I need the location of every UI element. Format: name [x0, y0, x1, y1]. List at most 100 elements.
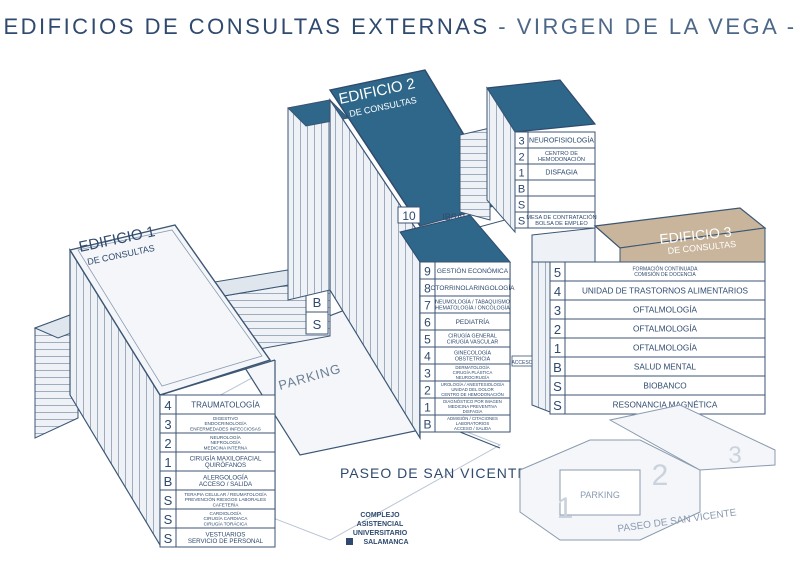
b1-floor: S TERAPIA CELULAR / REUMATOLOGÍAPREVENCIÓ…	[159, 489, 276, 510]
b1-service-label: CARDIOLOGÍA	[210, 510, 243, 516]
mini-number-2: 2	[652, 459, 669, 492]
b3-floor: 2 OFTALMOLOGÍA	[549, 318, 766, 339]
b2-annex-service-label: BOLSA DE EMPLEO	[535, 221, 588, 227]
b1-service-label: ACCESO / SALIDA	[199, 481, 253, 488]
title-sub: - VIRGEN DE LA VEGA -	[498, 14, 797, 39]
b1-level-label: S	[164, 531, 173, 546]
b1-level-label: 2	[164, 436, 171, 451]
b1-service-label: PREVENCIÓN RIESGOS LABORALES	[185, 496, 266, 502]
b2-service-label: DIAGNÓSTICO POR IMAGEN	[443, 399, 502, 404]
b1-service-label: CIRUGÍA MAXILOFACIAL	[190, 455, 262, 462]
b2-annex-floor: S	[514, 195, 596, 213]
b2-service-label: MEDICINA PREVENTIVA	[448, 404, 497, 409]
b3-level-label: 2	[554, 322, 561, 337]
b2-annex-level-label: S	[518, 215, 525, 227]
b1-service-label: CIRUGÍA CARDIACA	[204, 515, 249, 521]
b1-level-label: 3	[164, 417, 171, 432]
b2-service-label: OBSTETRICIA	[455, 356, 491, 362]
mini-map: PARKING 1 2 3 PASEO DE SAN VICENTE	[519, 404, 776, 541]
b2-annex-service-label: HEMODONACIÓN	[538, 156, 585, 163]
b2-service-label: ADMISIÓN / CITACIONES	[447, 416, 498, 421]
b3-service-label: BIOBANCO	[643, 381, 686, 390]
b2-floor: 6 PEDIATRÍA	[419, 312, 511, 331]
b3-service-label: OFTALMOLOGÍA	[633, 342, 698, 352]
b3-level-label: 3	[554, 303, 561, 318]
b3-floor: S BIOBANCO	[549, 375, 766, 396]
logo-line1: COMPLEJO	[360, 512, 400, 519]
b2-service-label: GINECOLOGÍA	[454, 349, 492, 356]
parking-area: PARKING	[234, 309, 421, 456]
b2-service-label: OTORRINOLARINGOLOGÍA	[430, 283, 515, 292]
b1-level-label: S	[164, 512, 173, 527]
b3-level-label: 5	[554, 265, 561, 280]
b1-service-label: ENDOCRINOLOGÍA	[204, 420, 247, 426]
b3-service-label: SALUD MENTAL	[634, 362, 697, 371]
b2-level-label: 6	[424, 315, 431, 329]
b2-service-label: CENTRO DE HEMODONACIÓN	[441, 392, 504, 397]
b1-level-label: B	[164, 474, 173, 489]
b3-level-label: S	[553, 379, 562, 394]
logo-line3: UNIVERSITARIO	[353, 530, 408, 537]
b2-annex-service-label: NEUROFISIOLOGÍA	[529, 135, 594, 144]
b2-service-label: CIRUGÍA PLÁSTICA	[453, 370, 493, 375]
b2-service-label: HEMATOLOGÍA / ONCOLOGÍA	[435, 304, 510, 311]
b2-annex-level-label: 1	[518, 167, 524, 179]
b1-service-label: DIGESTIVO	[213, 416, 238, 421]
title-main: EDIFICIOS DE CONSULTAS EXTERNAS	[3, 14, 490, 39]
b2-annex-service-label: DISFAGIA	[545, 169, 578, 176]
b3-level-label: 4	[554, 284, 561, 299]
b2-service-label: NEUROCIRUGÍA	[456, 375, 490, 380]
b3-service-label: RESONANCIA MAGNÉTICA	[613, 399, 718, 409]
b2-service-label: UNIDAD DEL DOLOR	[451, 387, 493, 392]
b2-service-label: ACCESO / SALIDA	[454, 426, 491, 431]
b1-annex	[33, 311, 102, 439]
mini-number-1: 1	[557, 492, 574, 525]
b1-service-label: SERVICIO DE PERSONAL	[188, 538, 264, 545]
b1-level-label: S	[164, 493, 173, 508]
b3-name: EDIFICIO 3	[659, 223, 733, 246]
bridge-level-b: B	[313, 295, 322, 310]
b3-floor: 4 UNIDAD DE TRASTORNOS ALIMENTARIOS	[549, 280, 766, 301]
b2-service-label: PEDIATRÍA	[456, 317, 490, 326]
b2-service-label: CIRUGÍA GENERAL	[448, 332, 497, 339]
b2-annex-floor: 3 NEUROFISIOLOGÍA	[514, 131, 596, 149]
b3-service-label: OFTALMOLOGÍA	[633, 323, 698, 333]
b2-service-label: NEUMOLOGÍA / TABAQUISMO	[435, 298, 510, 305]
b1-service-label: CIRUGÍA TORÁCICA	[204, 520, 249, 526]
b2-service-label: DERMATOLOGÍA	[455, 365, 489, 370]
b2-annex-level-label: 3	[518, 135, 524, 147]
b3-service-label: UNIDAD DE TRASTORNOS ALIMENTARIOS	[582, 286, 749, 295]
b3-service-label: FORMACIÓN CONTINUADA	[633, 265, 699, 272]
b1-service-label: ALERGOLOGÍA	[203, 474, 249, 481]
b2-service-label: CIRUGÍA VASCULAR	[447, 338, 499, 345]
b2-level-label: 3	[424, 366, 431, 380]
b2-level-label: 4	[424, 349, 431, 363]
b2-floor10-item: IBSAL	[442, 212, 468, 222]
b3-service-label: COMISIÓN DE DOCENCIA	[634, 271, 696, 278]
b1-service-label: TERAPIA CELULAR / REUMATOLOGÍA	[184, 491, 267, 497]
b2-annex-level-label: S	[518, 199, 525, 211]
b2-annex-floor: 1 DISFAGIA	[514, 163, 596, 181]
b2-floor10-level: 10	[402, 209, 416, 223]
b3-level-label: 1	[554, 341, 561, 356]
